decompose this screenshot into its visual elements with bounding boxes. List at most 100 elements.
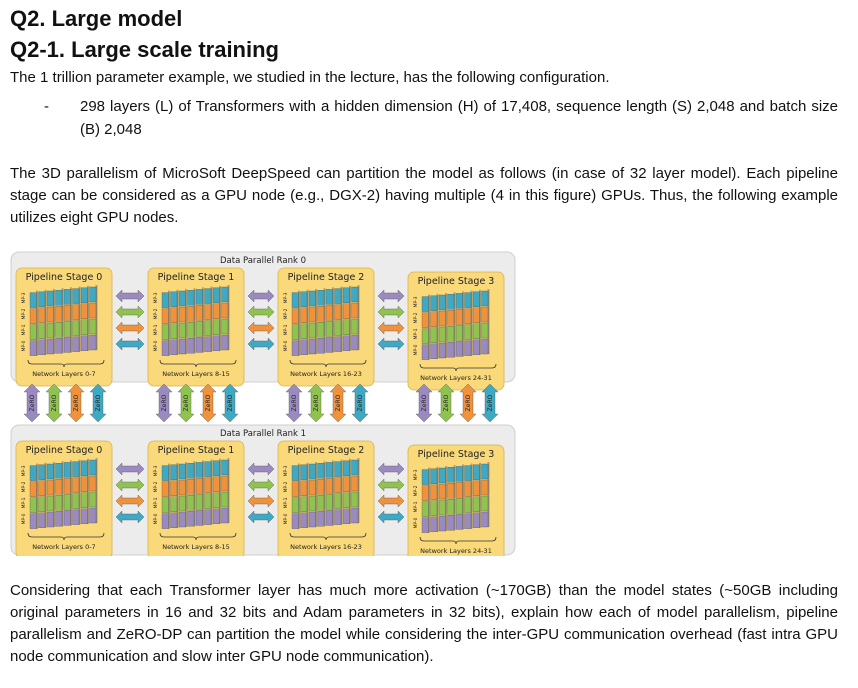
layer-slab	[178, 290, 187, 307]
layers-brace	[289, 359, 367, 368]
layer-edge	[462, 464, 464, 530]
layer-slab	[455, 325, 464, 341]
layer-slab	[464, 481, 472, 497]
layer-slab	[38, 512, 46, 528]
layer-slab	[63, 305, 72, 321]
layer-edge	[210, 286, 213, 352]
layer-slab	[38, 480, 46, 496]
network-layers-label: Network Layers 8-15	[162, 370, 230, 378]
layer-slab	[447, 326, 455, 342]
layer-slab	[472, 291, 481, 307]
layer-edge	[470, 290, 473, 356]
layer-slab	[38, 464, 46, 480]
layer-edge	[36, 463, 38, 529]
pipeline-stage-label: Pipeline Stage 3	[418, 276, 495, 287]
zero-arrow-label: ZeRO	[95, 394, 102, 411]
data-parallel-rank-title: Data Parallel Rank 0	[220, 256, 306, 266]
layer-slab	[195, 478, 204, 494]
zero-arrow-label: ZeRO	[443, 394, 450, 411]
layer-slab	[161, 513, 170, 529]
mp-label: MP-3	[153, 292, 159, 303]
layer-slab	[38, 496, 46, 512]
layer-edge	[95, 285, 98, 350]
mp-label: MP-1	[153, 324, 159, 335]
network-layers-label: Network Layers 8-15	[162, 543, 230, 551]
model-parallel-arrow	[247, 289, 275, 303]
layer-slab	[80, 287, 89, 303]
data-parallel-rank-title: Data Parallel Rank 1	[220, 429, 306, 439]
layer-edge	[298, 290, 300, 356]
layer-slab	[195, 494, 204, 510]
layer-slab	[221, 507, 229, 524]
layer-slab	[334, 320, 342, 336]
layer-slab	[187, 290, 195, 306]
layer-edge	[487, 462, 490, 527]
layer-slab	[291, 513, 300, 529]
layer-slab	[472, 496, 481, 512]
layer-slab	[291, 324, 300, 340]
layer-slab	[195, 337, 204, 353]
layer-slab	[334, 493, 342, 509]
model-parallel-arrow	[115, 462, 145, 476]
zero-arrow	[221, 383, 239, 423]
layer-slab	[170, 464, 178, 480]
zero-arrow-label: ZeRO	[161, 394, 168, 411]
zero-arrow-label: ZeRO	[465, 394, 472, 411]
layer-slab	[161, 308, 170, 324]
layer-slab	[464, 497, 472, 513]
layer-slab	[89, 475, 97, 492]
layer-edge	[70, 287, 72, 353]
model-parallel-arrow	[247, 337, 275, 351]
layer-slab	[291, 340, 300, 356]
layer-slab	[55, 306, 63, 322]
model-parallel-arrow	[247, 510, 275, 524]
layer-slab	[195, 321, 204, 337]
layer-edge	[95, 458, 98, 523]
layer-slab	[421, 485, 430, 501]
layer-slab	[342, 460, 351, 476]
layer-edge	[340, 459, 343, 525]
layer-edge	[306, 462, 309, 528]
layer-slab	[464, 465, 472, 481]
layer-slab	[317, 306, 325, 322]
layer-slab	[334, 336, 342, 352]
layer-slab	[430, 327, 438, 343]
layer-slab	[170, 512, 178, 528]
question-paragraph: Considering that each Transformer layer …	[10, 582, 838, 665]
zero-arrow-label: ZeRO	[357, 394, 364, 411]
layer-slab	[342, 508, 351, 524]
layer-slab	[72, 461, 80, 477]
layer-slab	[308, 479, 317, 496]
mp-label: MP-0	[283, 340, 289, 351]
layer-slab	[291, 497, 300, 513]
layer-slab	[317, 338, 325, 354]
layer-edge	[332, 460, 334, 526]
mp-label: MP-2	[21, 308, 27, 319]
layer-slab	[438, 310, 447, 327]
layers-brace	[419, 363, 497, 372]
layer-slab	[212, 335, 221, 351]
layer-edge	[78, 286, 81, 352]
layer-slab	[170, 323, 178, 339]
zero-arrow	[89, 383, 107, 423]
layer-slab	[325, 305, 334, 321]
zero-arrow-label: ZeRO	[29, 394, 36, 411]
layer-slab	[300, 496, 308, 512]
layer-edge	[176, 462, 179, 528]
layer-slab	[72, 509, 80, 525]
mp-label: MP-0	[21, 340, 27, 351]
mp-label: MP-3	[153, 465, 159, 476]
mp-label: MP-0	[413, 517, 419, 528]
layer-slab	[29, 308, 38, 324]
layer-edge	[487, 289, 490, 354]
layer-slab	[221, 475, 229, 492]
layer-slab	[325, 494, 334, 510]
layer-slab	[481, 495, 489, 512]
layer-edge	[453, 465, 456, 531]
layer-slab	[308, 338, 317, 355]
layer-slab	[178, 338, 187, 355]
mp-label: MP-3	[21, 292, 27, 303]
layer-slab	[29, 324, 38, 340]
layer-slab	[161, 465, 170, 481]
